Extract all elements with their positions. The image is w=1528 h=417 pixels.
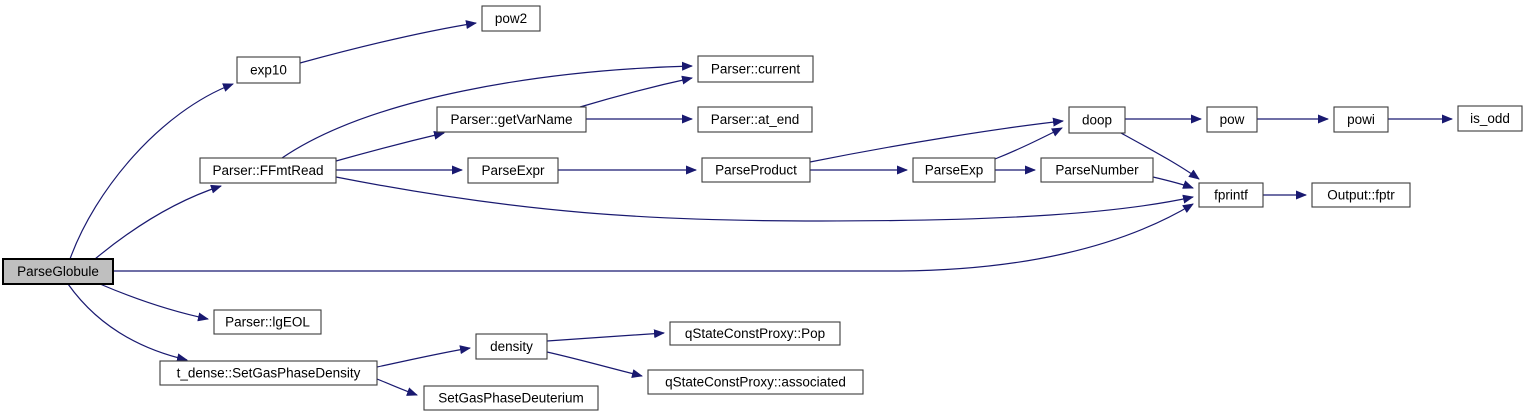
graph-node-ParseNumber[interactable]: ParseNumber bbox=[1040, 157, 1154, 183]
graph-node-FFmtRead[interactable]: Parser::FFmtRead bbox=[199, 157, 337, 184]
call-edge-getVarName-to-current bbox=[579, 75, 693, 108]
call-edge-doop-to-fprintf bbox=[1120, 132, 1200, 180]
graph-node-box[interactable] bbox=[2, 258, 114, 285]
graph-node-box[interactable] bbox=[436, 106, 587, 133]
graph-node-label: ParseGlobule bbox=[17, 264, 99, 279]
graph-node-label: Parser::FFmtRead bbox=[212, 163, 323, 178]
call-edge-ParseExp-to-doop bbox=[994, 127, 1063, 160]
call-edge-FFmtRead-to-current bbox=[281, 61, 693, 159]
graph-node-box[interactable] bbox=[1333, 106, 1389, 133]
call-edge-ParseProduct-to-doop bbox=[809, 117, 1064, 163]
graph-node-lgEOL[interactable]: Parser::lgEOL bbox=[213, 309, 322, 335]
graph-node-ParseExpr[interactable]: ParseExpr bbox=[467, 157, 559, 184]
graph-node-label: Parser::lgEOL bbox=[225, 315, 310, 330]
graph-node-label: fprintf bbox=[1214, 188, 1248, 203]
graph-node-label: Parser::current bbox=[711, 62, 801, 77]
call-edge-ParseNumber-to-fprintf bbox=[1152, 176, 1194, 189]
graph-node-label: Parser::getVarName bbox=[450, 112, 572, 127]
graph-node-box[interactable] bbox=[1040, 157, 1154, 183]
graph-node-label: pow2 bbox=[495, 11, 527, 26]
graph-node-current[interactable]: Parser::current bbox=[697, 55, 814, 83]
graph-node-label: Output::fptr bbox=[1327, 188, 1395, 203]
graph-node-label: is_odd bbox=[1470, 111, 1510, 126]
graph-node-SetGasPhaseDeuterium[interactable]: SetGasPhaseDeuterium bbox=[423, 385, 599, 411]
graph-node-label: pow bbox=[1220, 112, 1245, 127]
graph-node-box[interactable] bbox=[697, 106, 813, 133]
graph-node-label: Parser::at_end bbox=[711, 112, 800, 127]
graph-node-box[interactable] bbox=[1311, 182, 1411, 208]
graph-node-pow[interactable]: pow bbox=[1206, 106, 1258, 133]
graph-node-box[interactable] bbox=[213, 309, 322, 335]
graph-node-ParseExp[interactable]: ParseExp bbox=[912, 157, 996, 183]
graph-node-pow2[interactable]: pow2 bbox=[481, 5, 541, 32]
call-edge-ParseGlobule-to-exp10 bbox=[69, 83, 234, 260]
graph-node-box[interactable] bbox=[669, 321, 841, 346]
graph-node-label: ParseNumber bbox=[1055, 163, 1139, 178]
call-edge-density-to-Pop bbox=[546, 329, 665, 342]
graph-node-box[interactable] bbox=[697, 55, 814, 83]
graph-node-powi[interactable]: powi bbox=[1333, 106, 1389, 133]
graph-node-associated[interactable]: qStateConstProxy::associated bbox=[647, 369, 864, 395]
call-edge-ParseGlobule-to-fprintf bbox=[113, 203, 1194, 272]
graph-node-density[interactable]: density bbox=[475, 333, 548, 360]
call-edge-exp10-to-pow2 bbox=[299, 20, 477, 64]
graph-node-ParseProduct[interactable]: ParseProduct bbox=[701, 157, 811, 183]
call-edge-ParseGlobule-to-lgEOL bbox=[99, 283, 209, 322]
graph-node-label: ParseExp bbox=[925, 163, 984, 178]
graph-node-label: doop bbox=[1082, 113, 1112, 128]
graph-node-label: density bbox=[490, 339, 533, 354]
graph-node-Output_fptr[interactable]: Output::fptr bbox=[1311, 182, 1411, 208]
graph-node-box[interactable] bbox=[1198, 182, 1264, 208]
call-edge-FFmtRead-to-fprintf bbox=[335, 176, 1194, 222]
graph-node-getVarName[interactable]: Parser::getVarName bbox=[436, 106, 587, 133]
graph-node-box[interactable] bbox=[647, 369, 864, 395]
graph-node-label: exp10 bbox=[250, 63, 287, 78]
graph-node-label: SetGasPhaseDeuterium bbox=[438, 391, 584, 406]
call-edge-density-to-associated bbox=[546, 351, 643, 378]
graph-node-box[interactable] bbox=[236, 56, 301, 84]
graph-node-label: ParseExpr bbox=[481, 163, 545, 178]
graph-node-label: ParseProduct bbox=[715, 163, 797, 178]
graph-node-label: qStateConstProxy::associated bbox=[665, 375, 846, 390]
graph-node-label: qStateConstProxy::Pop bbox=[685, 326, 825, 341]
call-edge-SetGasPhaseDensity-to-density bbox=[376, 345, 471, 368]
graph-node-box[interactable] bbox=[475, 333, 548, 360]
graph-node-doop[interactable]: doop bbox=[1068, 106, 1126, 134]
graph-node-at_end[interactable]: Parser::at_end bbox=[697, 106, 813, 133]
call-edge-SetGasPhaseDensity-to-SetGasPhaseDeuterium bbox=[376, 378, 418, 396]
graph-node-label: t_dense::SetGasPhaseDensity bbox=[177, 366, 361, 381]
graph-node-Pop[interactable]: qStateConstProxy::Pop bbox=[669, 321, 841, 346]
graph-node-exp10[interactable]: exp10 bbox=[236, 56, 301, 84]
graph-node-box[interactable] bbox=[701, 157, 811, 183]
graph-node-box[interactable] bbox=[912, 157, 996, 183]
graph-node-label: powi bbox=[1347, 112, 1375, 127]
call-edge-ParseGlobule-to-SetGasPhaseDensity bbox=[67, 283, 188, 363]
graph-node-box[interactable] bbox=[467, 157, 559, 184]
call-edge-ParseGlobule-to-FFmtRead bbox=[94, 184, 222, 260]
graph-node-SetGasPhaseDensity[interactable]: t_dense::SetGasPhaseDensity bbox=[159, 360, 378, 386]
graph-node-box[interactable] bbox=[481, 5, 541, 32]
graph-node-box[interactable] bbox=[159, 360, 378, 386]
graph-node-box[interactable] bbox=[423, 385, 599, 411]
graph-node-is_odd[interactable]: is_odd bbox=[1457, 105, 1523, 132]
graph-node-fprintf[interactable]: fprintf bbox=[1198, 182, 1264, 208]
graph-node-box[interactable] bbox=[199, 157, 337, 184]
graph-node-box[interactable] bbox=[1457, 105, 1523, 132]
graph-node-box[interactable] bbox=[1068, 106, 1126, 134]
graph-node-ParseGlobule[interactable]: ParseGlobule bbox=[2, 258, 114, 285]
call-edge-FFmtRead-to-getVarName bbox=[335, 130, 445, 162]
graph-node-box[interactable] bbox=[1206, 106, 1258, 133]
